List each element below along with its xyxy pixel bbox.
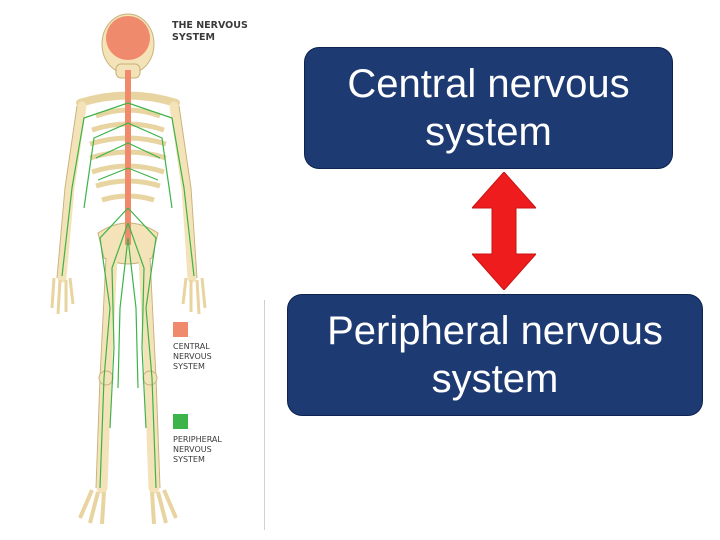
right-knee: [142, 370, 158, 386]
cns-legend-label: CENTRAL NERVOUS SYSTEM: [173, 342, 212, 371]
double-arrow-icon: [472, 172, 536, 290]
pns-legend-label: PERIPHERAL NERVOUS SYSTEM: [173, 435, 222, 464]
figure-title: THE NERVOUS SYSTEM: [172, 20, 248, 43]
nervous-system-illustration: [50, 13, 207, 525]
right-hand: [181, 277, 207, 315]
peripheral-nerves: [61, 102, 195, 489]
peripheral-nervous-system-box: Peripheral nervous system: [288, 295, 702, 415]
arm-outline: [56, 105, 198, 279]
brain: [106, 16, 150, 60]
figure-divider: [264, 300, 265, 530]
left-knee: [98, 370, 114, 386]
right-foot: [150, 489, 178, 525]
spinal-cord: [125, 70, 131, 245]
central-nervous-system-box: Central nervous system: [305, 48, 672, 168]
central-nervous-system-label: Central nervous system: [347, 62, 630, 154]
left-foot: [78, 489, 106, 525]
left-hand: [50, 277, 75, 315]
cns-legend-swatch: [173, 322, 188, 337]
peripheral-nervous-system-label: Peripheral nervous system: [327, 309, 663, 401]
pns-legend-swatch: [173, 414, 188, 429]
